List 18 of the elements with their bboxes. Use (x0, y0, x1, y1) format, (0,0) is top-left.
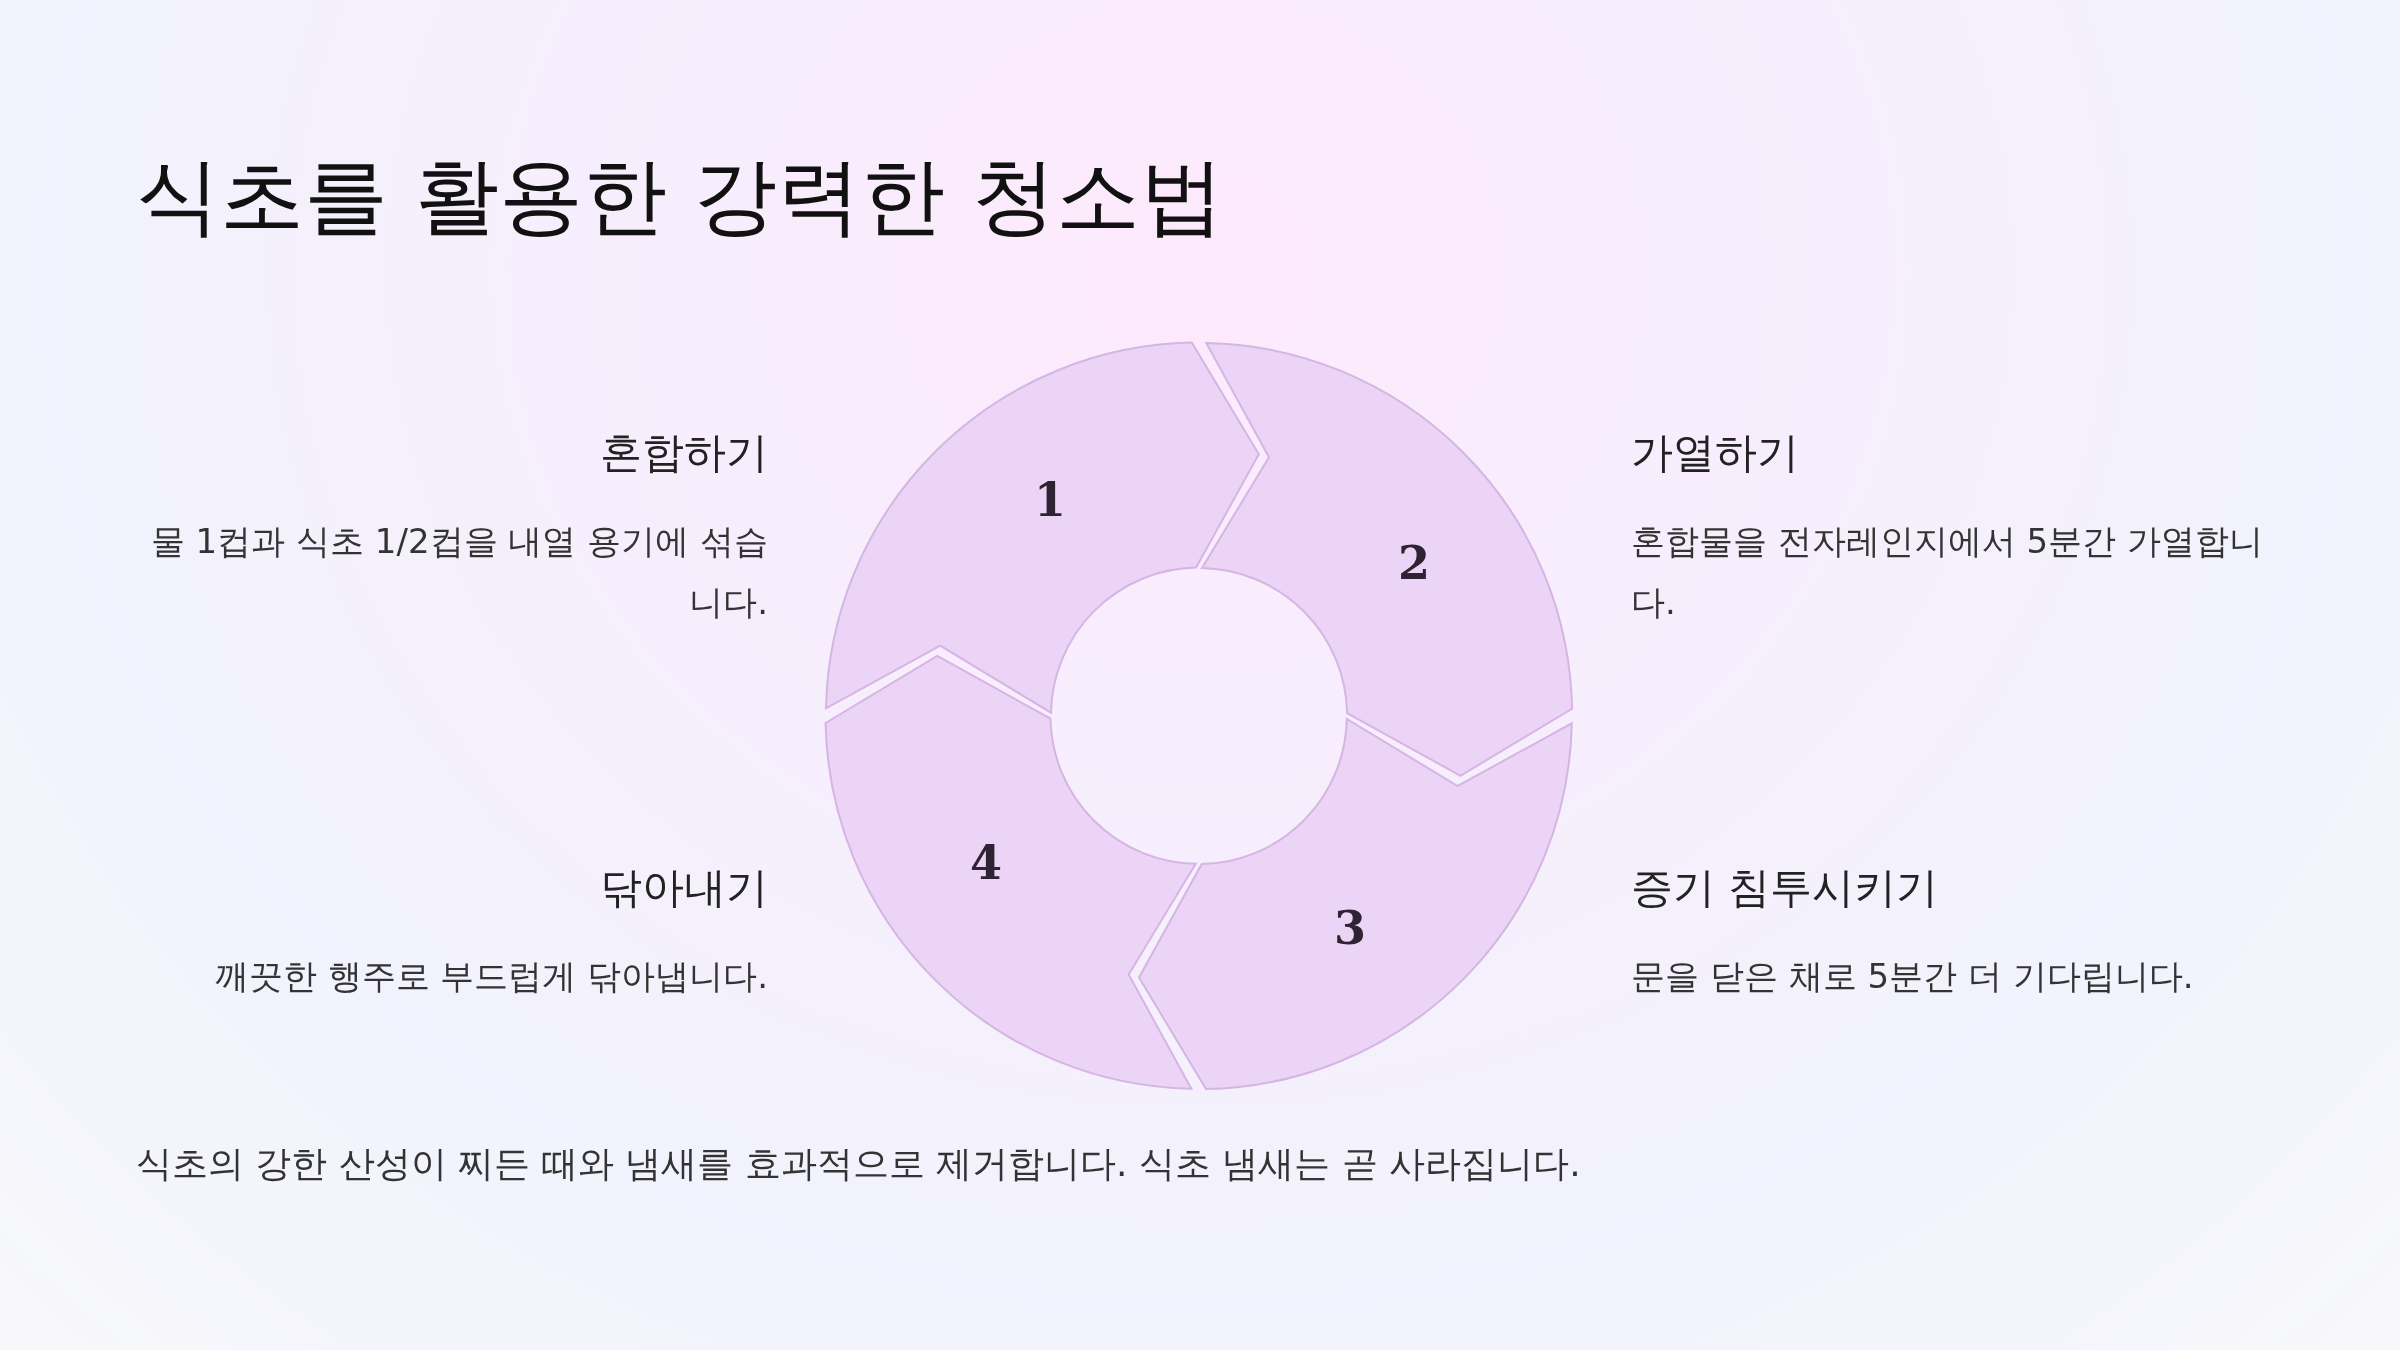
ring-segment (826, 656, 1197, 1089)
step-heading: 혼합하기 (599, 427, 768, 479)
ring-segment (1139, 718, 1572, 1089)
step-description: 깨끗한 행주로 부드럽게 닦아냅니다. (213, 955, 768, 998)
caption: 식초의 강한 산성이 찌든 때와 냄새를 효과적으로 제거합니다. 식초 냄새는 곧 사라집니다. (136, 1142, 1581, 1186)
step-number: 4 (970, 836, 1002, 890)
step-number: 3 (1334, 901, 1366, 955)
step-number: 2 (1398, 536, 1430, 590)
ring-segment (1201, 343, 1572, 776)
step-description: 문을 닫은 채로 5분간 더 기다립니다. (1631, 955, 2195, 998)
ring-segment (826, 343, 1259, 714)
step-number: 1 (1034, 473, 1066, 527)
step-heading: 증기 침투시키기 (1631, 862, 1940, 914)
step-heading: 가열하기 (1631, 427, 1800, 479)
step-description: 물 1컵과 식초 1/2컵을 내열 용기에 섞습니다. (149, 520, 768, 624)
step-description: 혼합물을 전자레인지에서 5분간 가열합니다. (1631, 520, 2265, 624)
step-heading: 닦아내기 (599, 862, 768, 914)
title: 식초를 활용한 강력한 청소법 (136, 146, 1225, 247)
